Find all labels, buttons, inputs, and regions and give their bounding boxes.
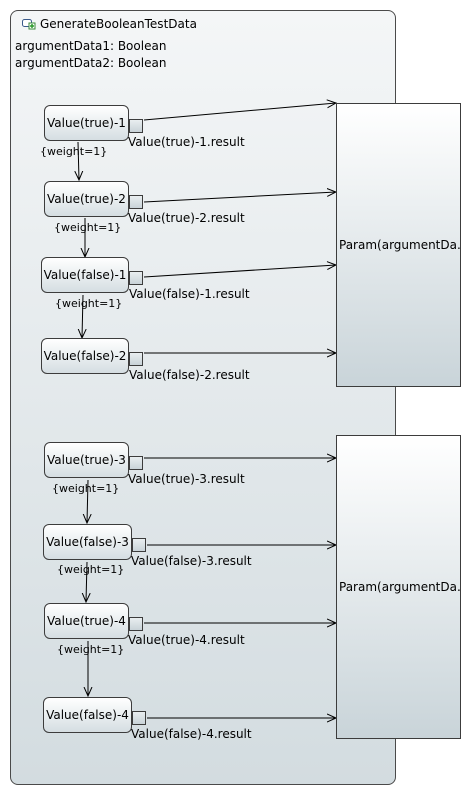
output-pin[interactable] [132,711,146,725]
pin-label: Value(false)-2.result [129,368,250,382]
edge-weight-label: {weight=1} [52,482,120,495]
pin-label: Value(true)-3.result [128,472,245,486]
output-pin[interactable] [129,617,143,631]
activity-title-row: GenerateBooleanTestData [22,16,197,32]
parameter-label: Param(argumentDa... [339,238,461,252]
activity-icon [22,19,36,30]
output-pin[interactable] [129,352,143,366]
activity-attribute: argumentData2: Boolean [15,56,167,70]
value-action-node[interactable]: Value(false)-4 [43,697,132,733]
pin-label: Value(false)-1.result [129,287,250,301]
pin-label: Value(false)-4.result [131,727,252,741]
output-pin[interactable] [132,538,146,552]
value-action-node[interactable]: Value(true)-4 [44,603,129,639]
activity-title: GenerateBooleanTestData [40,17,197,31]
pin-label: Value(true)-2.result [128,211,245,225]
activity-parameter-node[interactable]: Param(argumentDa... [336,103,461,387]
value-action-node[interactable]: Value(true)-1 [44,105,129,141]
pin-label: Value(true)-4.result [128,633,245,647]
control-flow-edge[interactable] [86,561,87,602]
value-action-node[interactable]: Value(false)-2 [41,338,129,374]
pin-label: Value(true)-1.result [128,135,245,149]
control-flow-edge[interactable] [82,294,83,338]
activity-attribute: argumentData1: Boolean [15,39,167,53]
output-pin[interactable] [129,271,143,285]
parameter-label: Param(argumentDa... [339,580,461,594]
object-flow-edge[interactable] [143,265,336,278]
value-action-node[interactable]: Value(true)-2 [44,181,129,217]
edge-weight-label: {weight=1} [54,221,122,234]
value-action-node[interactable]: Value(false)-3 [43,524,132,560]
value-action-node[interactable]: Value(true)-3 [44,442,129,478]
edge-weight-label: {weight=1} [57,643,125,656]
edge-weight-label: {weight=1} [55,297,123,310]
output-pin[interactable] [129,195,143,209]
output-pin[interactable] [129,119,143,133]
control-flow-edge[interactable] [87,479,88,523]
value-action-node[interactable]: Value(false)-1 [41,257,129,293]
object-flow-edge[interactable] [143,103,336,121]
control-flow-edge[interactable] [78,141,79,180]
edge-weight-label: {weight=1} [40,145,108,158]
output-pin[interactable] [129,456,143,470]
pin-label: Value(false)-3.result [131,554,252,568]
edge-weight-label: {weight=1} [57,563,125,576]
object-flow-edge[interactable] [143,192,336,203]
activity-parameter-node[interactable]: Param(argumentDa... [336,435,461,739]
